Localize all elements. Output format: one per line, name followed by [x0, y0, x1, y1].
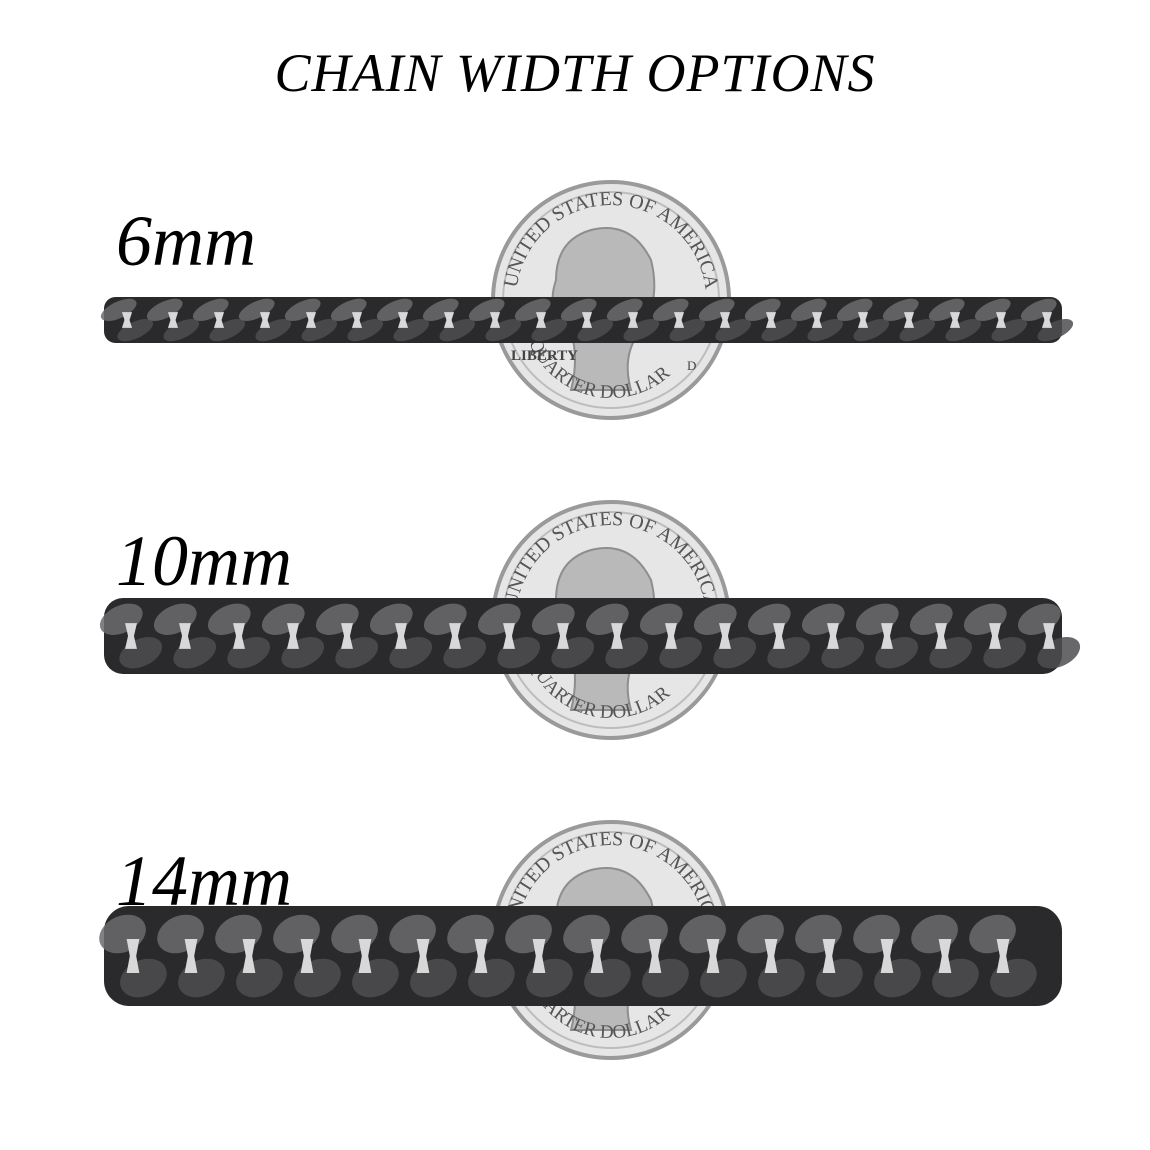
cuban-chain	[99, 598, 1081, 674]
coin-liberty-text: LIBERTY	[511, 348, 578, 364]
chain-link	[238, 298, 275, 321]
cuban-chain	[100, 297, 1074, 343]
chain-link	[790, 298, 827, 321]
chain-link	[422, 298, 459, 321]
chain-link	[744, 298, 781, 321]
chain-link	[928, 298, 965, 321]
size-label-6mm: 6mm	[116, 201, 256, 281]
chain-link	[468, 298, 505, 321]
chain-link	[560, 298, 597, 321]
chain-link	[606, 298, 643, 321]
chain-link	[146, 298, 183, 321]
chain-link	[836, 298, 873, 321]
chain-link	[882, 298, 919, 321]
size-label-14mm: 14mm	[116, 841, 292, 921]
chain-link	[330, 298, 367, 321]
coin-mint-mark: D	[687, 358, 696, 373]
chain-link	[974, 298, 1011, 321]
chain-link	[1020, 298, 1057, 321]
chain-link	[192, 298, 229, 321]
chain-link	[100, 298, 137, 321]
chain-link	[376, 298, 413, 321]
size-label-10mm: 10mm	[116, 521, 292, 601]
chain-link	[284, 298, 321, 321]
page-title: CHAIN WIDTH OPTIONS	[274, 43, 876, 103]
chain-link	[652, 298, 689, 321]
chain-link	[698, 298, 735, 321]
cuban-chain	[99, 906, 1062, 1006]
chain-link	[514, 298, 551, 321]
